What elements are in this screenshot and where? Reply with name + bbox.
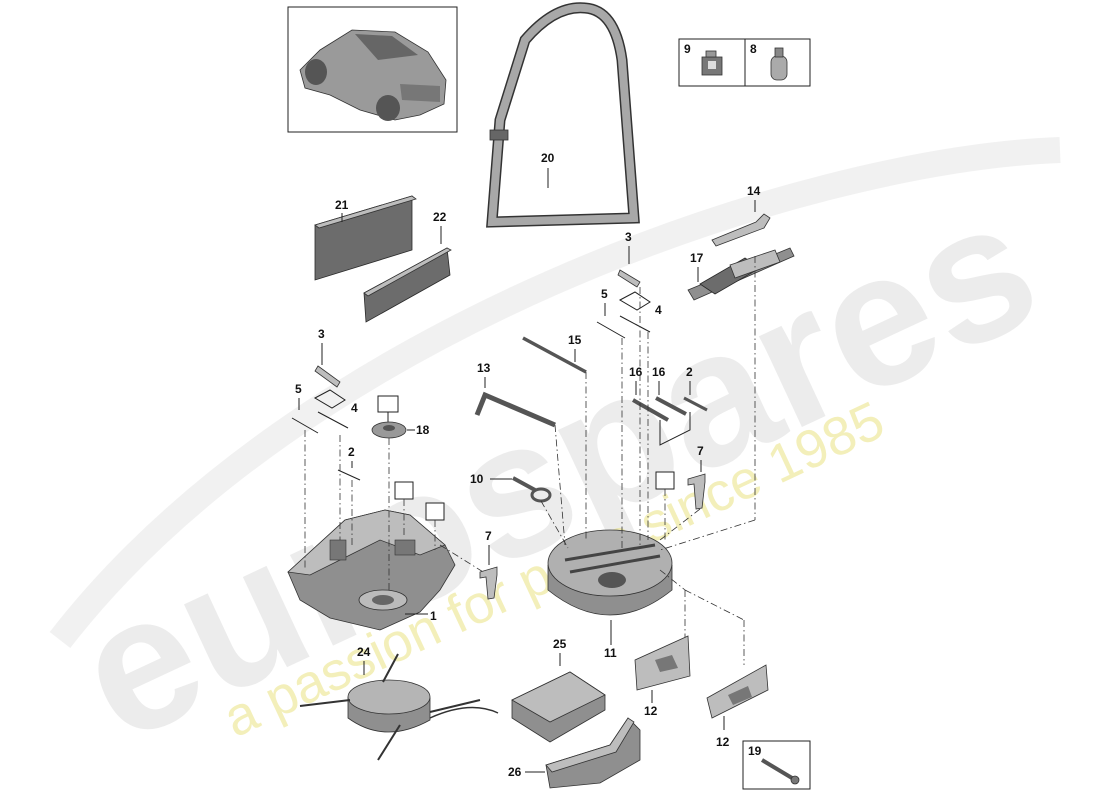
label-9-inset: 9 — [684, 42, 691, 56]
watermark-swoosh — [49, 137, 1061, 648]
label-16-a: 16 — [629, 365, 643, 379]
label-25: 25 — [553, 637, 567, 651]
label-24: 24 — [357, 645, 371, 659]
label-7-right: 7 — [697, 444, 704, 458]
bottle-icon — [770, 47, 788, 81]
label-11: 11 — [604, 646, 617, 660]
part-pin-3-left — [314, 365, 341, 388]
label-22: 22 — [433, 210, 447, 224]
label-13: 13 — [477, 361, 491, 375]
part-bolt-7-left — [479, 566, 498, 600]
label-26: 26 — [508, 765, 522, 779]
label-2-left: 2 — [348, 445, 355, 459]
label-21: 21 — [335, 198, 349, 212]
part-bit-16-a — [632, 398, 669, 422]
vehicle-inset — [287, 6, 458, 133]
label-14: 14 — [747, 184, 761, 198]
part-wrench-14 — [711, 213, 771, 247]
label-16-b: 16 — [652, 365, 666, 379]
label-20: 20 — [541, 151, 555, 165]
accessory-inset: 9 8 — [678, 38, 811, 87]
part-tray-1 — [287, 509, 456, 631]
label-17: 17 — [690, 251, 704, 265]
part-pin-3-right — [617, 269, 641, 288]
part-crank-13 — [474, 391, 556, 428]
label-4-left: 4 — [351, 401, 358, 415]
wrench-icon — [760, 758, 800, 785]
label-19-inset: 19 — [748, 744, 762, 758]
label-8-inset: 8 — [750, 42, 757, 56]
vehicle-icon — [299, 29, 447, 121]
part-bolt-7-right — [687, 473, 706, 510]
label-2-right: 2 — [686, 365, 693, 379]
label-12-b: 12 — [716, 735, 730, 749]
part-tray-11 — [547, 529, 673, 616]
label-10: 10 — [470, 472, 484, 486]
label-5-left: 5 — [295, 382, 302, 396]
part-rod-15 — [522, 336, 587, 374]
inset-19: 19 — [742, 740, 811, 790]
label-3-right: 3 — [625, 230, 632, 244]
label-1: 1 — [430, 609, 437, 623]
part-foam-22 — [363, 247, 452, 323]
part-jack-17 — [687, 247, 795, 301]
label-3-left: 3 — [318, 327, 325, 341]
part-cover-26 — [545, 717, 641, 789]
label-18: 18 — [416, 423, 430, 437]
label-7-left: 7 — [485, 529, 492, 543]
label-4-right: 4 — [655, 303, 662, 317]
first-aid-kit-icon — [701, 50, 723, 76]
part-bracket-12-b — [706, 664, 769, 719]
part-bit-2-right — [683, 396, 708, 412]
part-strap-20 — [486, 2, 640, 228]
part-bit-16-b — [655, 396, 687, 416]
label-12-a: 12 — [644, 704, 658, 718]
part-foam-21 — [314, 195, 417, 281]
part-bracket-12-a — [634, 635, 691, 691]
label-5-right: 5 — [601, 287, 608, 301]
label-15: 15 — [568, 333, 582, 347]
part-compressor-24 — [299, 653, 499, 761]
part-cap-18 — [371, 421, 407, 439]
part-case-25 — [511, 671, 606, 743]
